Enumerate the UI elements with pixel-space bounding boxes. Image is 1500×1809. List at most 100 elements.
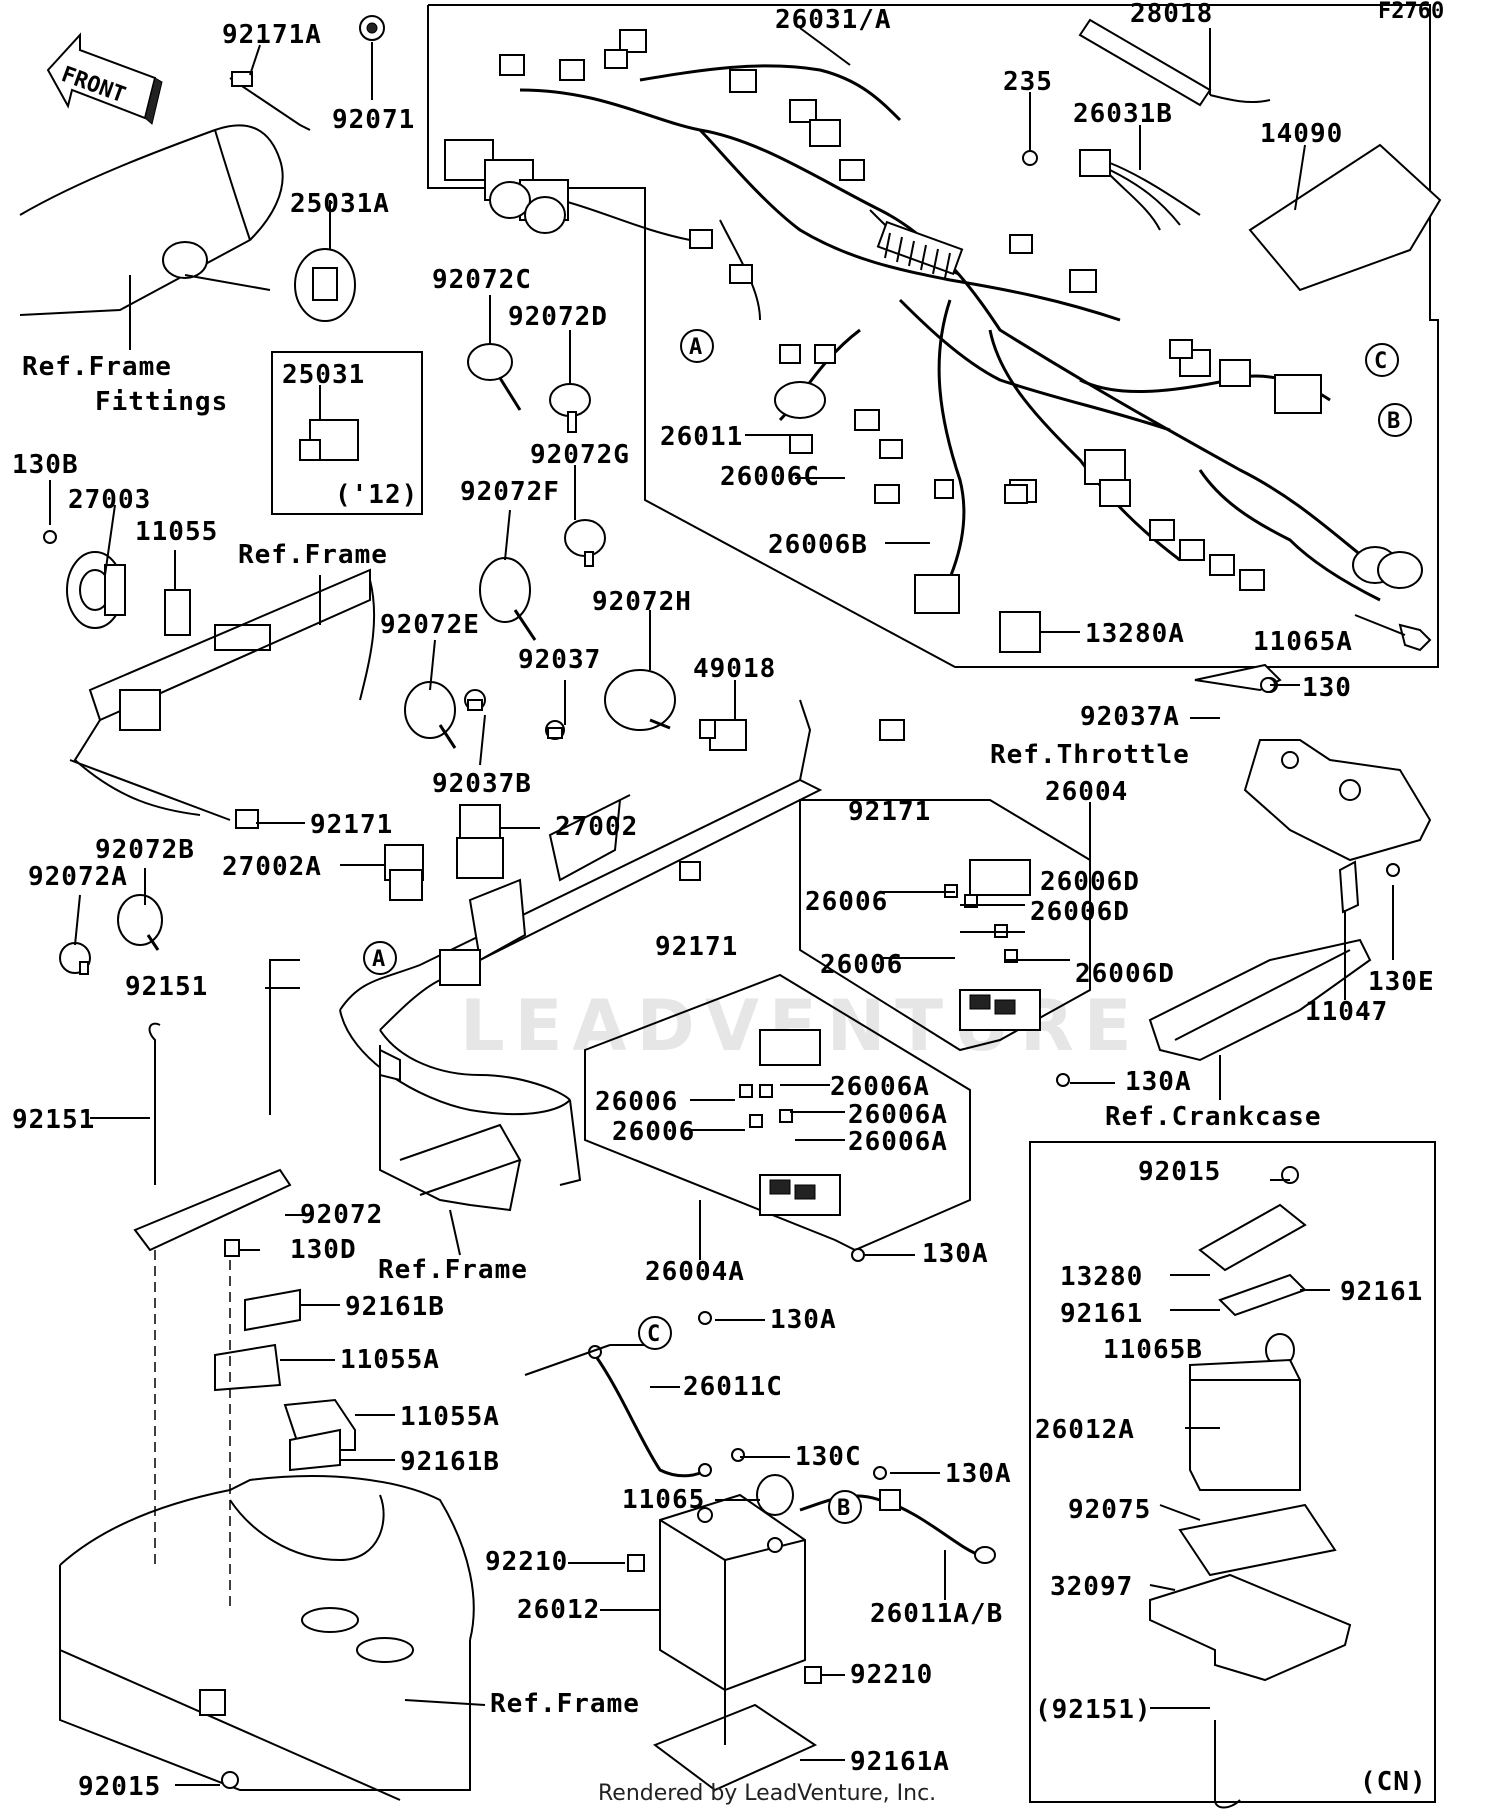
label-ref-frame-fittings-1: Ref.Frame xyxy=(22,352,172,382)
central-frame-drawing xyxy=(339,699,823,1212)
bracket-13280A-icon xyxy=(999,611,1041,653)
label-13280A: 13280A xyxy=(1085,619,1185,649)
diagram-code: F2760 xyxy=(1378,0,1444,24)
label-11055A-a: 11055A xyxy=(340,1345,440,1375)
svg-text:A: A xyxy=(372,947,385,972)
label-ref-throttle: Ref.Throttle xyxy=(990,740,1190,770)
holddown-92072-icon xyxy=(133,1168,292,1252)
part-92171A-strap xyxy=(229,71,311,131)
callout-B-top: B xyxy=(1378,403,1412,437)
clip-92037B-icon xyxy=(464,689,486,711)
callout-C-top: C xyxy=(1365,343,1399,377)
fuse-box-26004A-outline xyxy=(584,973,971,1252)
label-26004A: 26004A xyxy=(645,1257,745,1287)
label-130A-d: 130A xyxy=(945,1459,1012,1489)
crankcase-drawing xyxy=(1148,860,1400,1062)
label-26012: 26012 xyxy=(517,1595,600,1625)
strap-92072E-icon xyxy=(404,681,457,749)
cable-26011AB-icon xyxy=(799,1489,996,1564)
bolt-130D-icon xyxy=(224,1239,240,1257)
strap-92072G-icon xyxy=(564,519,606,567)
cap-11065-icon xyxy=(756,1474,794,1516)
label-26006D-c: 26006D xyxy=(1075,959,1175,989)
part-25031A-meter xyxy=(294,248,356,322)
svg-text:B: B xyxy=(837,1496,850,1521)
label-92072B: 92072B xyxy=(95,835,195,865)
label-26006-c: 26006 xyxy=(595,1087,678,1117)
label-26011: 26011 xyxy=(660,422,743,452)
label-ref-frame-2: Ref.Frame xyxy=(378,1255,528,1285)
label-92072E: 92072E xyxy=(380,610,480,640)
label-26012A: 26012A xyxy=(1035,1415,1135,1445)
fuse-box-26004-outline xyxy=(799,799,1091,1052)
cable-26011C-icon xyxy=(588,1345,712,1478)
label-26006A-b: 26006A xyxy=(848,1100,948,1130)
label-26004: 26004 xyxy=(1045,777,1128,807)
label-92072F: 92072F xyxy=(460,477,560,507)
label-ref-crankcase: Ref.Crankcase xyxy=(1105,1102,1322,1132)
main-wiring-harness xyxy=(444,29,1423,614)
label-92151-a: 92151 xyxy=(125,972,208,1002)
label-130E: 130E xyxy=(1368,967,1435,997)
label-92210-a: 92210 xyxy=(485,1547,568,1577)
bolt-130A-a-icon xyxy=(1056,1073,1070,1087)
label-26006-a: 26006 xyxy=(805,887,888,917)
label-92037A: 92037A xyxy=(1080,702,1180,732)
label-92015-b: 92015 xyxy=(78,1772,161,1802)
label-92171-b: 92171 xyxy=(848,797,931,827)
front-arrow-icon: FRONT xyxy=(46,32,163,125)
label-92037B: 92037B xyxy=(432,769,532,799)
battery-26012-icon xyxy=(659,1493,806,1692)
relay-27002-icon xyxy=(456,804,504,879)
label-11065: 11065 xyxy=(622,1485,705,1515)
label-92171-c: 92171 xyxy=(655,932,738,962)
label-92015-a: 92015 xyxy=(1138,1157,1221,1187)
horn-27003-icon xyxy=(66,551,126,629)
label-92072H: 92072H xyxy=(592,587,692,617)
bolt-130B-icon xyxy=(43,530,57,544)
bolt-235-icon xyxy=(1022,150,1038,166)
strap-92072F-icon xyxy=(479,557,537,641)
throttle-assembly-drawing xyxy=(1194,663,1432,862)
connector-92171-a-icon xyxy=(235,809,259,829)
strap-92072D-icon xyxy=(549,383,591,433)
fuse-box-26004-drawing xyxy=(944,859,1041,1031)
label-26011AB: 26011A/B xyxy=(870,1599,1003,1629)
frame-fittings-drawing xyxy=(19,124,284,316)
label-26006B: 26006B xyxy=(768,530,868,560)
callout-A-mid: A xyxy=(363,941,397,975)
svg-text:C: C xyxy=(1374,349,1387,374)
label-92072D: 92072D xyxy=(508,302,608,332)
part-26031B-harness xyxy=(1079,149,1201,231)
label-92161A: 92161A xyxy=(850,1747,950,1777)
label-92075: 92075 xyxy=(1068,1495,1151,1525)
clip-92037-icon xyxy=(545,720,565,740)
bolt-130A-d-icon xyxy=(873,1466,887,1480)
label-28018: 28018 xyxy=(1130,0,1213,29)
lower-frame-drawing xyxy=(59,1250,475,1801)
label-130C: 130C xyxy=(795,1442,862,1472)
label-130D: 130D xyxy=(290,1235,357,1265)
part-14090-sheet xyxy=(1248,143,1442,292)
fuse-box-26004A-drawing xyxy=(739,1029,841,1216)
label-11047: 11047 xyxy=(1305,997,1388,1027)
leader-lines xyxy=(49,27,1406,1786)
label-26006-b: 26006 xyxy=(820,950,903,980)
label-27003: 27003 xyxy=(68,485,151,515)
frame-drawing-left xyxy=(69,568,376,821)
label-cn: (CN) xyxy=(1360,1767,1427,1797)
svg-text:C: C xyxy=(647,1322,660,1347)
part-28018-tube xyxy=(1078,18,1271,107)
bolt-130C-icon xyxy=(731,1448,745,1462)
callout-B-bottom: B xyxy=(828,1490,862,1524)
label-26006A-c: 26006A xyxy=(848,1127,948,1157)
label-235: 235 xyxy=(1003,67,1053,97)
nut-92210-a-icon xyxy=(627,1554,645,1572)
bolt-92151-b-icon xyxy=(148,1022,161,1185)
svg-text:B: B xyxy=(1387,409,1400,434)
label-130A-c: 130A xyxy=(770,1305,837,1335)
pad-92161A-icon xyxy=(652,1703,818,1792)
label-26006A-a: 26006A xyxy=(830,1072,930,1102)
